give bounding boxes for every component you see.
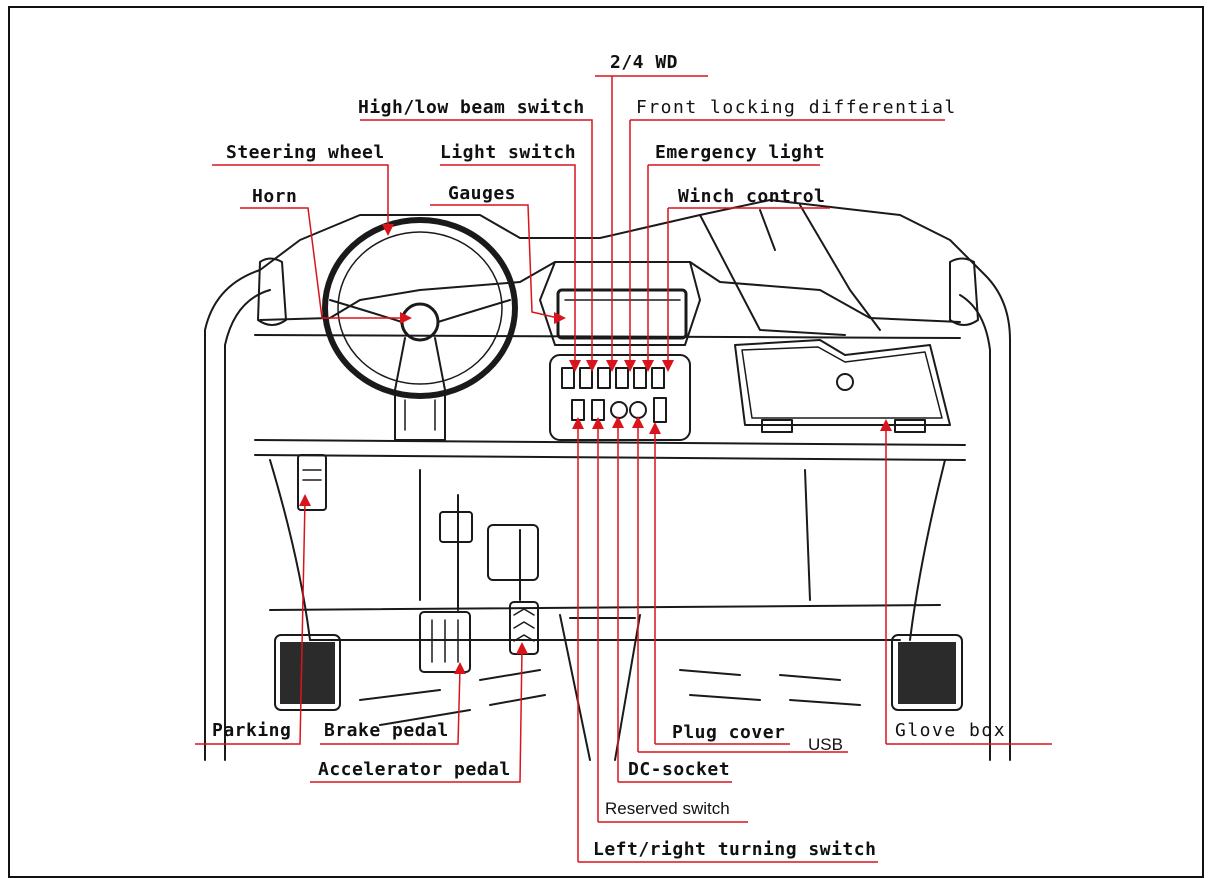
label-plug-cover: Plug cover xyxy=(672,722,786,743)
label-left-right-turning-switch: Left/right turning switch xyxy=(593,839,877,860)
label-gauges: Gauges xyxy=(448,183,517,204)
label-2-4-wd: 2/4 WD xyxy=(610,52,679,73)
label-parking: Parking xyxy=(212,720,292,741)
leader-lines xyxy=(195,75,1052,863)
label-front-locking-differential: Front locking differential xyxy=(636,97,957,118)
speaker-grille-pattern xyxy=(280,642,956,704)
label-usb: USB xyxy=(808,735,843,754)
label-horn: Horn xyxy=(252,186,298,207)
label-accelerator-pedal: Accelerator pedal xyxy=(318,759,511,780)
label-winch-control: Winch control xyxy=(678,186,826,207)
leader-arrowheads xyxy=(299,224,892,674)
label-light-switch: Light switch xyxy=(440,142,577,163)
label-reserved-switch: Reserved switch xyxy=(605,799,730,818)
label-high-low-beam-switch: High/low beam switch xyxy=(358,97,585,118)
label-brake-pedal: Brake pedal xyxy=(324,720,449,741)
label-glove-box: Glove box xyxy=(895,720,1007,741)
vehicle-line-art xyxy=(204,199,1011,761)
label-emergency-light: Emergency light xyxy=(655,142,826,163)
label-steering-wheel: Steering wheel xyxy=(226,142,385,163)
label-dc-socket: DC-socket xyxy=(628,759,731,780)
